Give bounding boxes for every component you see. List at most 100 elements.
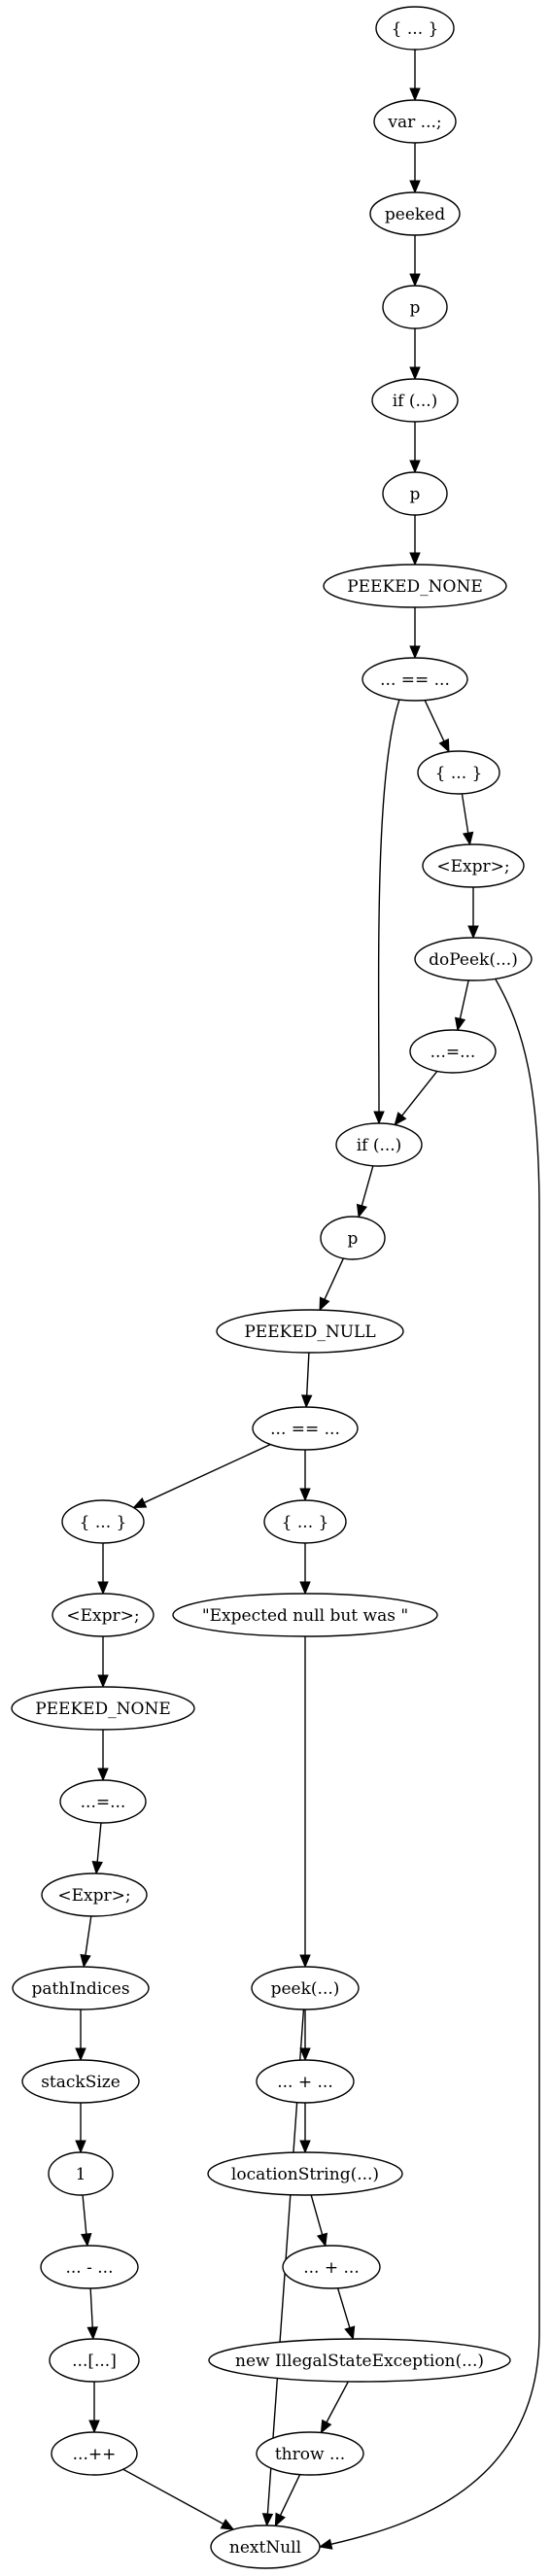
node-n6: p	[382, 471, 448, 516]
node-n35-label: throw ...	[275, 2445, 345, 2464]
edge-n31-n33-arrowhead	[344, 2325, 356, 2341]
node-n4-label: p	[410, 298, 421, 318]
edge-n34-n36-arrowhead	[220, 2519, 235, 2530]
node-n34-ellipse	[51, 2431, 138, 2476]
edge-n11-n12	[459, 979, 469, 1019]
node-n10-ellipse	[422, 843, 525, 888]
edge-n21-n22-arrowhead	[97, 1768, 109, 1782]
edge-n23-n24-arrowhead	[80, 1953, 91, 1969]
node-n13-ellipse	[335, 1122, 423, 1167]
node-n3-ellipse	[369, 191, 461, 236]
node-n21-label: PEEKED_NONE	[35, 1700, 171, 1719]
node-n32-label: ...[...]	[72, 2352, 117, 2371]
node-n33: new IllegalStateException(...)	[208, 2338, 511, 2383]
edge-n30-n32	[89, 2287, 93, 2328]
node-n21: PEEKED_NONE	[11, 1686, 195, 1731]
node-n23-label: <Expr>;	[57, 1886, 130, 1906]
node-n21-ellipse	[11, 1686, 195, 1731]
node-n36-label: nextNull	[229, 2538, 301, 2558]
edge-n11-n36-arrowhead	[318, 2538, 333, 2550]
node-n18-label: { ... }	[282, 1513, 329, 1532]
node-n5-ellipse	[371, 378, 459, 423]
node-n16-label: ... == ...	[270, 1420, 340, 1439]
node-n32: ...[...]	[49, 2338, 140, 2383]
edge-n35-n36	[279, 2474, 301, 2516]
edge-n3-n4-arrowhead	[409, 273, 421, 288]
edge-n25-n27-arrowhead	[299, 2047, 311, 2062]
edge-n35-n36-arrowhead	[274, 2512, 286, 2527]
node-n5-label: if (...)	[393, 392, 438, 411]
edge-n12-n13	[401, 1071, 438, 1116]
node-n23-ellipse	[41, 1872, 148, 1917]
node-n16: ... == ...	[252, 1406, 359, 1451]
node-n28: 1	[48, 2151, 114, 2196]
node-n25: peek(...)	[251, 1966, 360, 2010]
node-n14-ellipse	[320, 1216, 386, 1260]
node-n8-ellipse	[362, 657, 468, 702]
edge-n22-n23-arrowhead	[91, 1861, 103, 1875]
node-n24-ellipse	[12, 1966, 150, 2010]
node-n11-ellipse	[414, 937, 533, 981]
edge-n1-n2-arrowhead	[409, 87, 421, 102]
edge-n19-n21-arrowhead	[97, 1674, 109, 1689]
node-n33-ellipse	[208, 2338, 511, 2383]
node-n33-label: new IllegalStateException(...)	[235, 2352, 484, 2371]
node-n9-label: { ... }	[435, 764, 483, 783]
edge-n7-n8-arrowhead	[409, 645, 421, 660]
edge-n15-n16-arrowhead	[300, 1394, 313, 1409]
node-n24: pathIndices	[12, 1966, 150, 2010]
node-n27-ellipse	[256, 2059, 355, 2104]
node-n17-ellipse	[61, 1499, 145, 1544]
edge-n27-n29-arrowhead	[299, 2140, 311, 2154]
node-n31-ellipse	[282, 2245, 381, 2289]
edge-n9-n10-arrowhead	[462, 831, 474, 846]
edge-n33-n35	[326, 2381, 349, 2423]
node-n3: peeked	[369, 191, 461, 236]
edge-n16-n17-arrowhead	[132, 1496, 148, 1509]
node-n4-ellipse	[382, 285, 448, 329]
edge-n8-n13-arrowhead	[373, 1111, 385, 1125]
node-n28-ellipse	[48, 2151, 114, 2196]
node-n7: PEEKED_NONE	[323, 564, 507, 608]
node-n8-label: ... == ...	[380, 670, 450, 690]
node-n26-label: stackSize	[41, 2073, 121, 2092]
node-n25-label: peek(...)	[271, 1979, 340, 1999]
node-n13-label: if (...)	[357, 1136, 402, 1155]
node-n12-label: ...=...	[430, 1043, 476, 1062]
node-n18-ellipse	[263, 1499, 347, 1544]
node-n18: { ... }	[263, 1499, 347, 1544]
node-n16-ellipse	[252, 1406, 359, 1451]
node-n14-label: p	[348, 1229, 359, 1249]
node-n23: <Expr>;	[41, 1872, 148, 1917]
edge-n31-n33	[336, 2287, 351, 2328]
node-n36-ellipse	[210, 2524, 321, 2569]
edge-n9-n10	[461, 793, 469, 834]
edge-n23-n24	[85, 1915, 92, 1956]
node-n6-ellipse	[382, 471, 448, 516]
node-n25-ellipse	[251, 1966, 360, 2010]
node-n5: if (...)	[371, 378, 459, 423]
node-n15-ellipse	[216, 1309, 404, 1354]
edge-n34-n36	[122, 2468, 224, 2525]
node-n11: doPeek(...)	[414, 937, 533, 981]
node-n19-label: <Expr>;	[66, 1606, 139, 1626]
edge-n2-n3-arrowhead	[409, 180, 421, 194]
edge-n11-n36	[330, 979, 540, 2545]
node-n30-label: ... - ...	[66, 2258, 114, 2278]
node-n17: { ... }	[61, 1499, 145, 1544]
edge-n16-n18-arrowhead	[299, 1488, 311, 1502]
edge-n22-n23	[96, 1822, 102, 1863]
edge-n4-n5-arrowhead	[409, 366, 421, 381]
edge-n11-n12-arrowhead	[454, 1016, 466, 1032]
edge-n33-n35-arrowhead	[320, 2419, 332, 2434]
edge-n13-n14	[361, 1165, 374, 1207]
node-n34: ...++	[51, 2431, 138, 2476]
edge-n8-n9	[424, 700, 445, 742]
node-n34-label: ...++	[73, 2445, 117, 2464]
node-n11-label: doPeek(...)	[429, 950, 518, 970]
node-n13: if (...)	[335, 1122, 423, 1167]
node-n4: p	[382, 285, 448, 329]
node-n27: ... + ...	[256, 2059, 355, 2104]
node-n1-label: { ... }	[392, 19, 439, 39]
